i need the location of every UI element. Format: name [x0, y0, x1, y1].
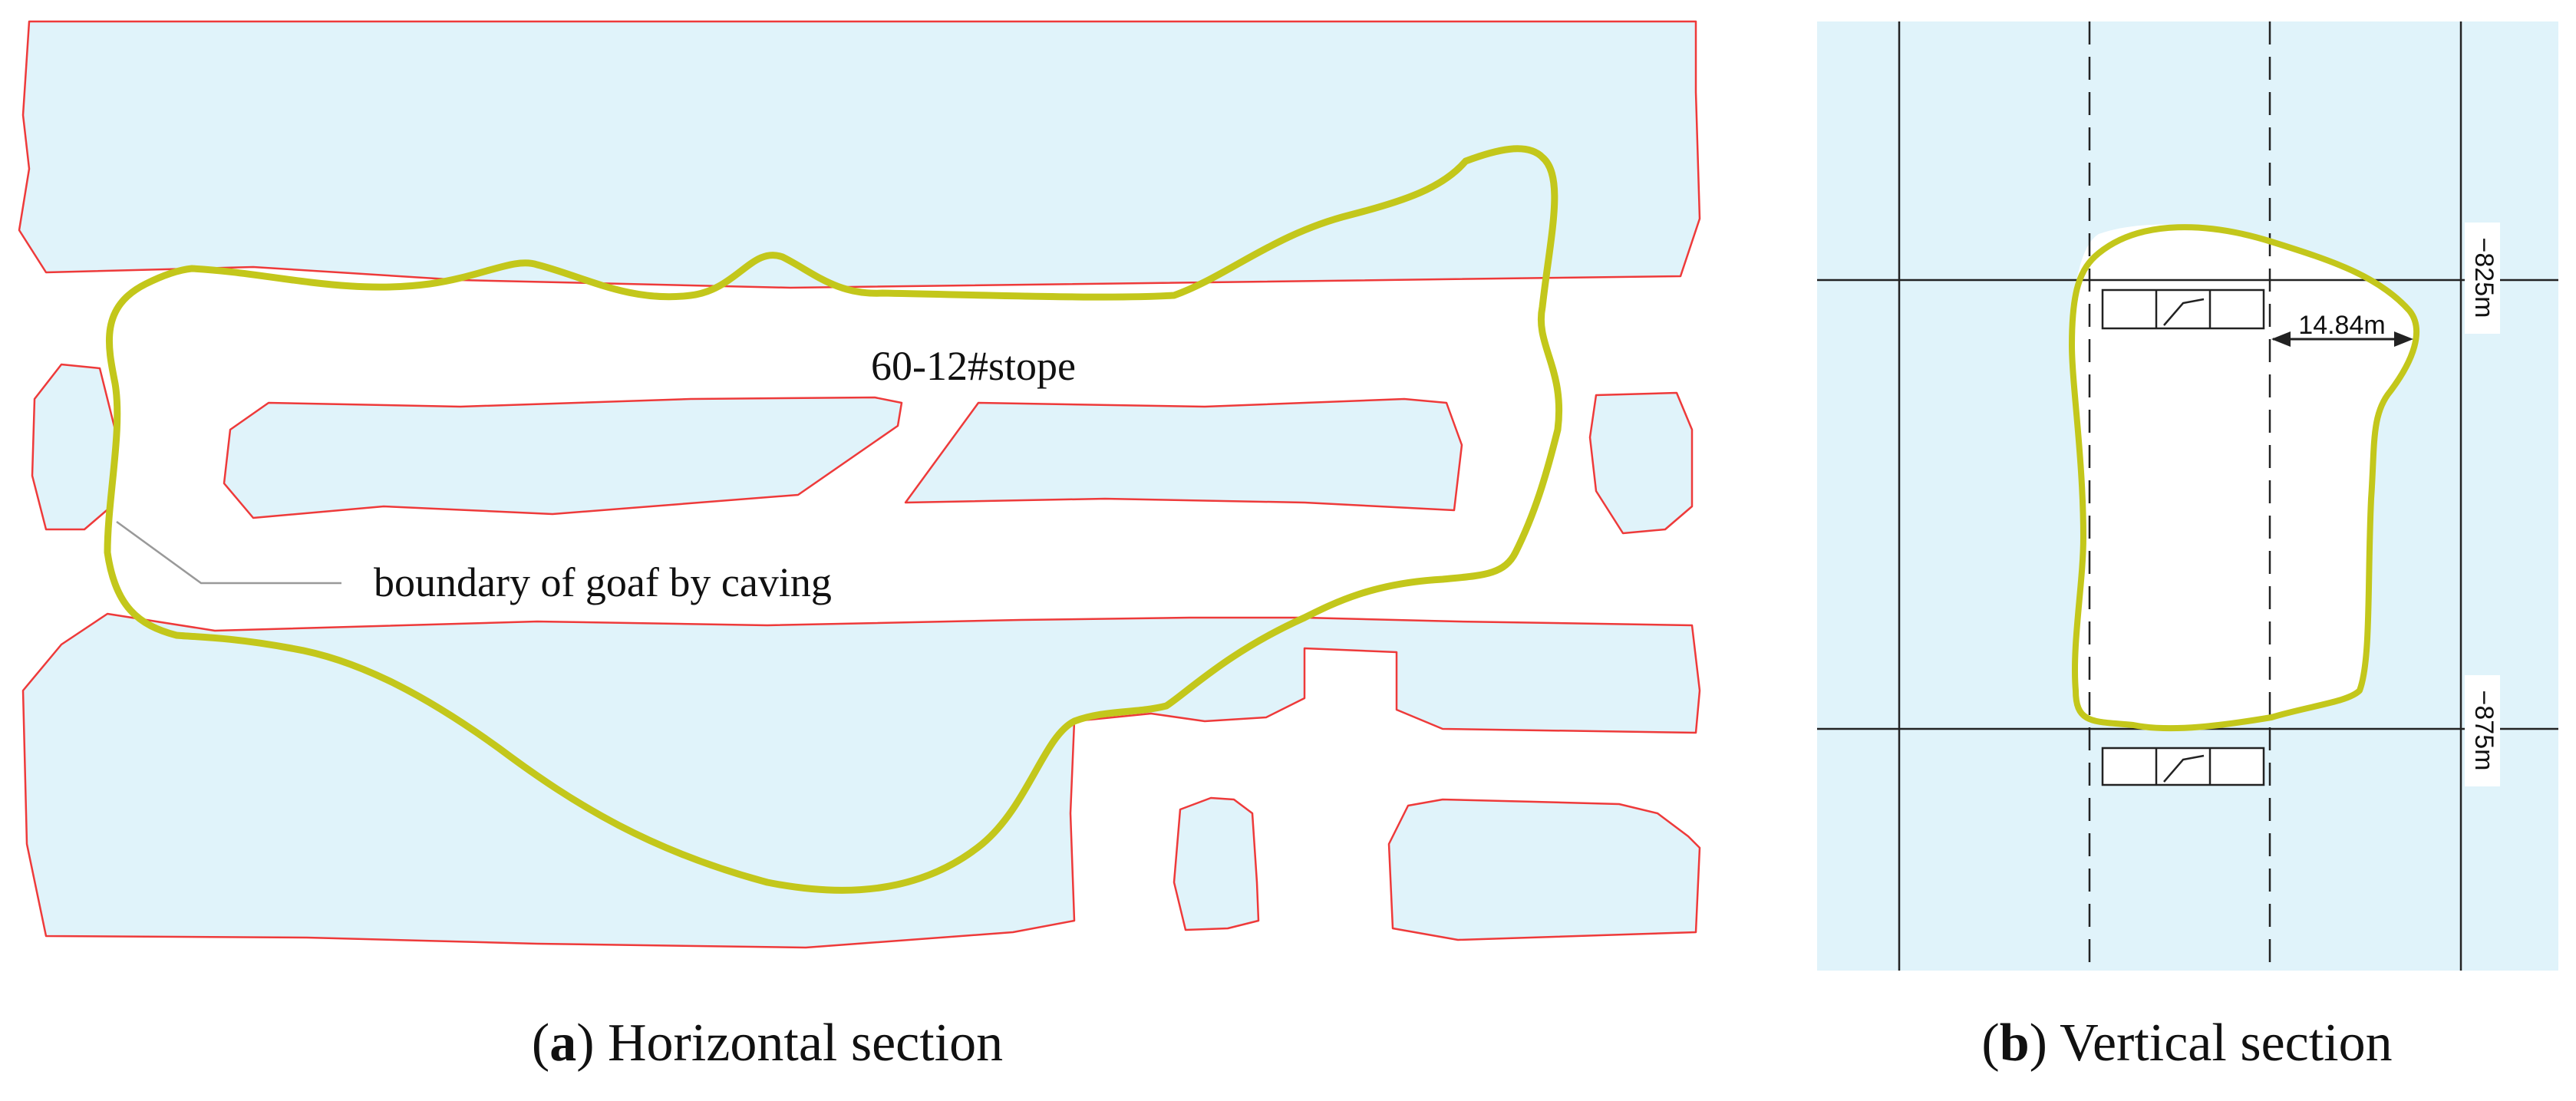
rock-right-small: [1588, 391, 1694, 535]
rock-left-small: [31, 363, 117, 531]
panel-a-horizontal-section: 60-12#stope boundary of goaf by caving (…: [18, 20, 1701, 1073]
caption-b-text: Vertical section: [2047, 1014, 2393, 1073]
rock-top: [18, 20, 1701, 289]
dimension-label: 14.84m: [2298, 311, 2385, 340]
dimension-arrow: [2271, 331, 2413, 347]
drift-box-bottom: [2101, 747, 2265, 786]
rock-bottom-right: [1387, 798, 1701, 941]
drift-box-top: [2101, 288, 2265, 330]
boundary-leader-line: [116, 520, 341, 585]
goaf-boundary-outline: [104, 145, 1563, 894]
boundary-label: boundary of goaf by caving: [374, 559, 832, 605]
stope-label: 60-12#stope: [871, 343, 1076, 389]
stope-void: [2072, 224, 2417, 729]
caption-a: (a) Horizontal section: [532, 1014, 1003, 1073]
rock-mid-right: [904, 397, 1463, 512]
caption-a-text: Horizontal section: [595, 1014, 1004, 1073]
goaf-boundary-vertical: [2069, 224, 2420, 732]
rock-bottom-small: [1173, 796, 1260, 931]
caption-b: (b) Vertical section: [1981, 1014, 2392, 1073]
rock-pillars: [18, 20, 1701, 949]
rock-bottom: [21, 612, 1701, 949]
level-label-825: −825m: [2469, 238, 2498, 318]
level-label-875-bg: [2465, 675, 2500, 786]
rock-mid-left: [223, 396, 903, 519]
level-label-825-bg: [2465, 223, 2500, 334]
caption-a-letter: a: [549, 1014, 576, 1073]
level-label-875: −875m: [2469, 691, 2498, 771]
caption-b-letter: b: [2000, 1014, 2030, 1073]
panel-b-vertical-section: 14.84m −825m −875m (b) Vertical section: [1817, 21, 2558, 1073]
